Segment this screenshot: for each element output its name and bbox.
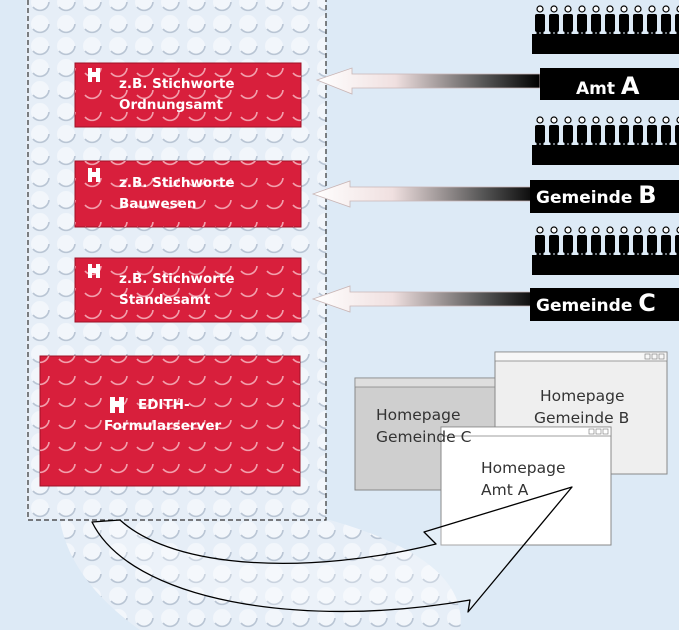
homepage-name: Amt A [481, 481, 529, 499]
org-label-gemeinde-b: Gemeinde B [536, 181, 657, 209]
server-block-shape [39, 355, 301, 487]
server-label-line2: Formularserver [104, 418, 222, 434]
card-bauwesen: z.B. Stichworte Bauwesen [119, 173, 235, 215]
card-ordnungsamt: z.B. Stichworte Ordnungsamt [119, 74, 235, 116]
card-keyword-label: z.B. Stichworte [119, 271, 235, 287]
homepage-title: Homepage [540, 387, 625, 405]
server-block: EDITH- Formularserver [104, 395, 221, 437]
org-label-gemeinde-c: Gemeinde C [536, 289, 656, 317]
org-prefix: Amt [576, 79, 615, 99]
card-3-shape [74, 257, 302, 323]
card-2-shape [74, 160, 302, 228]
org-letter: C [638, 289, 656, 317]
homepage-name: Gemeinde B [534, 409, 630, 427]
document-icon [88, 68, 124, 413]
server-label-line1: EDITH- [138, 397, 190, 413]
people-crowd-icon [530, 6, 679, 321]
org-prefix: Gemeinde [536, 296, 633, 316]
curved-arrow [91, 486, 573, 613]
org-label-amt-a: Amt A [576, 72, 640, 100]
org-letter: A [620, 72, 640, 100]
window-amt-a [440, 426, 612, 546]
card-department-label: Standesamt [119, 292, 211, 308]
homepage-title: Homepage [481, 459, 566, 477]
dashed-frame [27, 0, 327, 521]
org-letter: B [638, 181, 657, 209]
card-keyword-label: z.B. Stichworte [119, 175, 235, 191]
card-1-shape [74, 62, 302, 128]
homepage-gemeinde-b-text: Homepage Gemeinde B [534, 385, 629, 429]
card-keyword-label: z.B. Stichworte [119, 76, 235, 92]
org-prefix: Gemeinde [536, 188, 633, 208]
homepage-title: Homepage [376, 406, 461, 424]
card-department-label: Bauwesen [119, 196, 197, 212]
homepage-gemeinde-c-text: Homepage Gemeinde C [376, 404, 496, 448]
card-department-label: Ordnungsamt [119, 97, 223, 113]
homepage-name: Gemeinde C [376, 428, 472, 446]
card-standesamt: z.B. Stichworte Standesamt [119, 269, 235, 311]
homepage-amt-a-text: Homepage Amt A [481, 457, 566, 501]
